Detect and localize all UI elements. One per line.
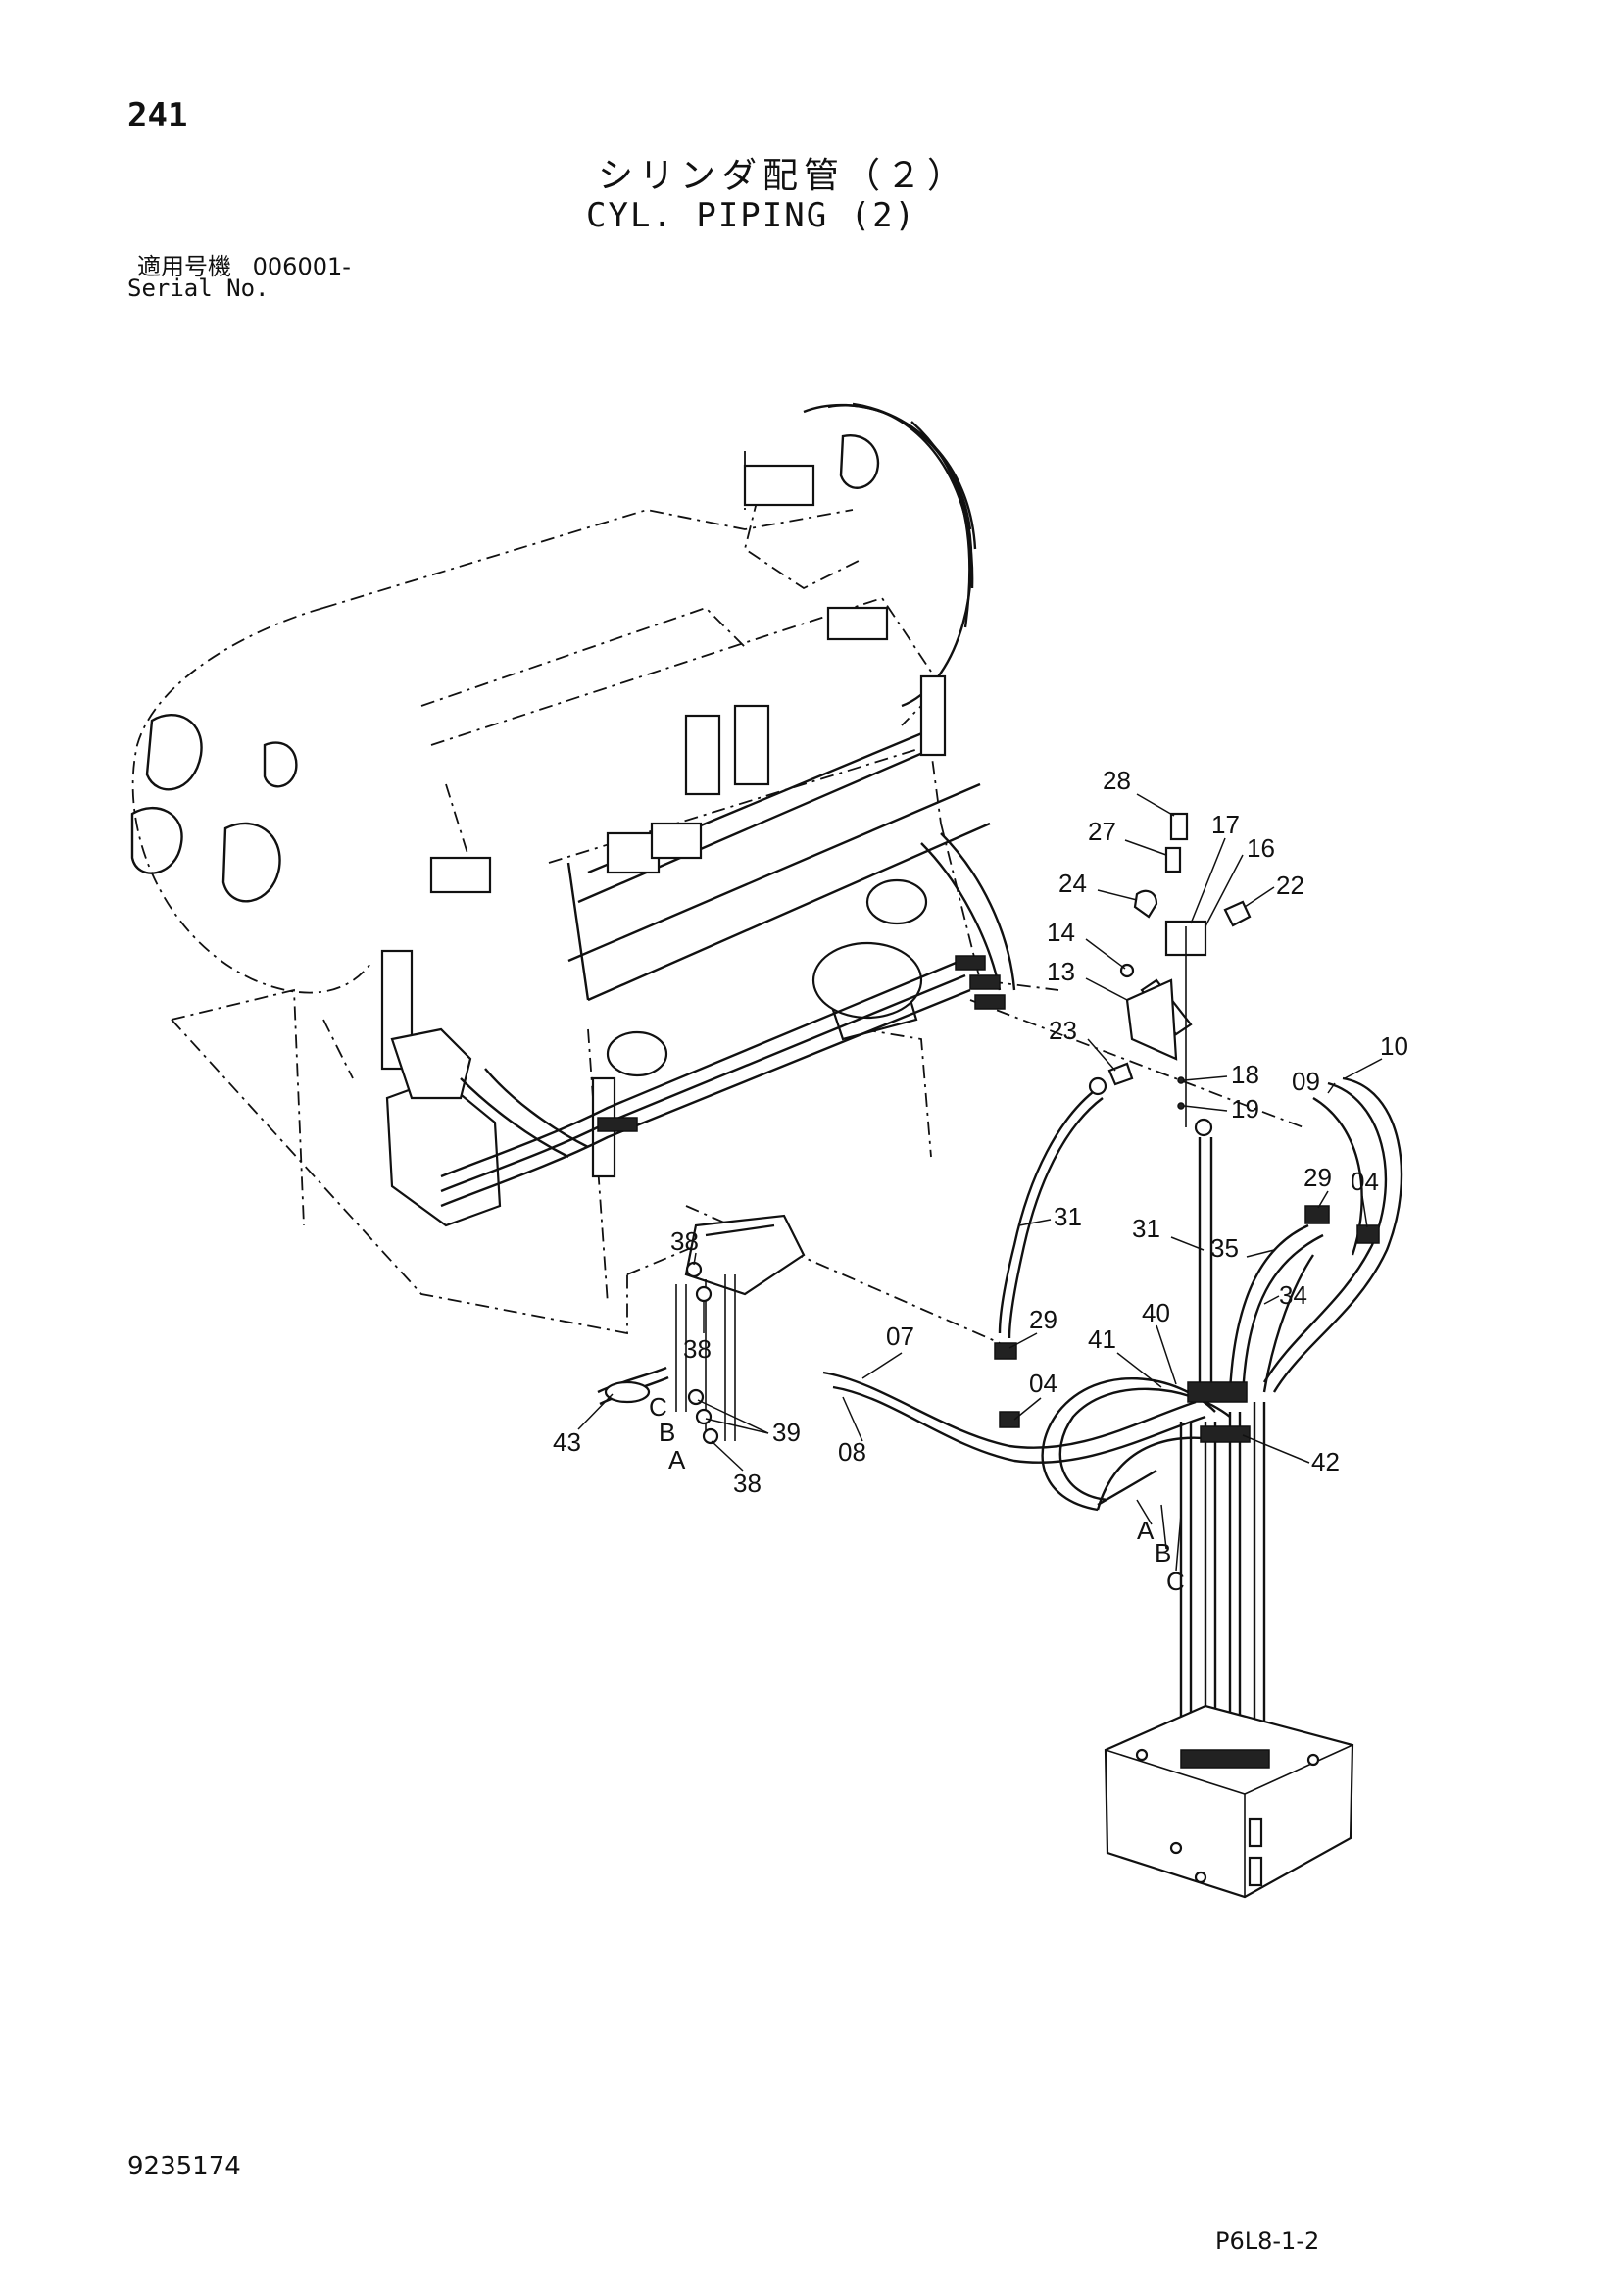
callout-22: 22 (1276, 871, 1304, 900)
callout-04-right: 04 (1351, 1167, 1379, 1196)
callout-B-left: B (659, 1418, 675, 1447)
page-number: 241 (127, 96, 188, 135)
callout-08: 08 (838, 1437, 866, 1467)
figure-code: P6L8-1-2 (1215, 2227, 1320, 2255)
valve-block (1104, 1704, 1354, 1899)
callout-23: 23 (1049, 1016, 1077, 1045)
callout-A-left: A (668, 1445, 686, 1474)
callout-39: 39 (772, 1418, 801, 1447)
right-piping (822, 1076, 1403, 1725)
serial-label-jp: 適用号機 (137, 253, 231, 280)
callout-C-left: C (649, 1392, 667, 1422)
callout-27: 27 (1088, 817, 1116, 846)
callout-38-mid: 38 (683, 1334, 712, 1364)
callout-28: 28 (1103, 766, 1131, 795)
callout-C-right: C (1166, 1567, 1185, 1596)
page-title-japanese: シリンダ配管（２） (598, 156, 969, 196)
callout-43: 43 (553, 1427, 581, 1457)
callout-24: 24 (1058, 869, 1087, 898)
callout-38-top: 38 (670, 1226, 699, 1256)
leader-lines (577, 793, 1383, 1572)
callout-38-bottom: 38 (733, 1469, 762, 1498)
callout-31-hose: 31 (1054, 1202, 1082, 1231)
callout-09: 09 (1292, 1067, 1320, 1096)
callout-42: 42 (1311, 1447, 1340, 1476)
callout-18: 18 (1231, 1060, 1259, 1089)
serial-value: 006001- (252, 253, 351, 280)
callout-10: 10 (1380, 1031, 1408, 1061)
callout-40: 40 (1142, 1298, 1170, 1327)
callout-14: 14 (1047, 918, 1075, 947)
document-number: 9235174 (127, 2152, 241, 2181)
callout-B-right: B (1155, 1538, 1171, 1568)
callout-29-right: 29 (1303, 1163, 1332, 1192)
serial-label-en: Serial No. (127, 275, 270, 302)
callout-31-pipe: 31 (1132, 1214, 1160, 1243)
hydraulic-hose-bundle (440, 832, 1016, 1208)
callout-04-center: 04 (1029, 1369, 1057, 1398)
machine-frame (130, 402, 1304, 1344)
callout-A-right: A (1137, 1516, 1155, 1545)
callout-07: 07 (886, 1322, 914, 1351)
bracket-cluster (1107, 812, 1252, 1127)
callout-13: 13 (1047, 957, 1075, 986)
callout-16: 16 (1247, 833, 1275, 863)
callouts: 28 27 17 16 24 22 14 13 23 18 19 10 09 2… (553, 766, 1408, 1596)
left-lower-fittings (597, 1261, 736, 1445)
callout-29-center: 29 (1029, 1305, 1057, 1334)
callout-35: 35 (1210, 1233, 1239, 1263)
callout-19: 19 (1231, 1094, 1259, 1123)
callout-17: 17 (1211, 810, 1240, 839)
callout-41: 41 (1088, 1324, 1116, 1354)
serial-applicability: 適用号機 006001- (137, 247, 351, 281)
callout-34: 34 (1279, 1280, 1307, 1310)
page-title-english: CYL. PIPING (2) (586, 196, 917, 235)
